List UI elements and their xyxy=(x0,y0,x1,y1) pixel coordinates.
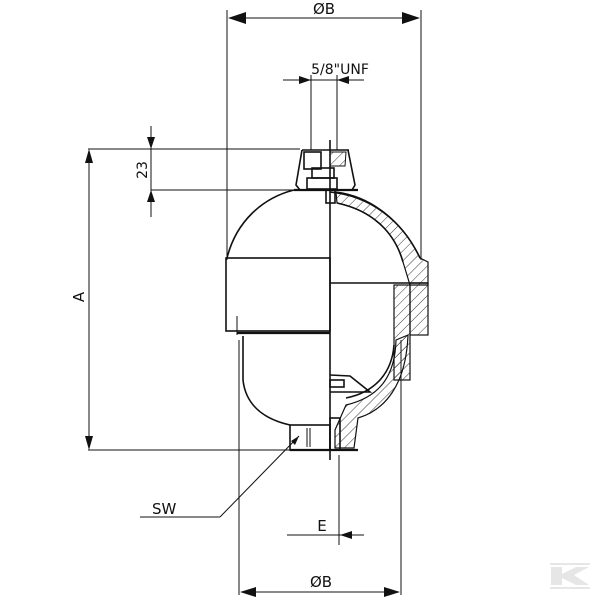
callout-wrench-size: SW xyxy=(140,435,300,518)
label-overall-height: A xyxy=(70,291,88,302)
label-diameter-bottom: ØB xyxy=(310,573,332,591)
label-port-offset: E xyxy=(317,517,326,535)
dimension-overall-height: A xyxy=(70,149,300,451)
k-logo-icon xyxy=(550,563,590,589)
dimension-diameter-bottom: ØB xyxy=(238,340,402,597)
label-wrench-size: SW xyxy=(152,500,177,518)
dimension-diameter-top: ØB xyxy=(226,0,422,260)
label-height-top: 23 xyxy=(135,161,151,179)
dimension-height-top: 23 xyxy=(88,126,330,217)
label-diameter-top: ØB xyxy=(313,0,335,18)
dimension-port-offset: E xyxy=(287,455,364,545)
accumulator-body xyxy=(225,140,429,460)
label-thread: 5/8"UNF xyxy=(311,62,369,78)
dimension-thread: 5/8"UNF xyxy=(283,62,369,150)
